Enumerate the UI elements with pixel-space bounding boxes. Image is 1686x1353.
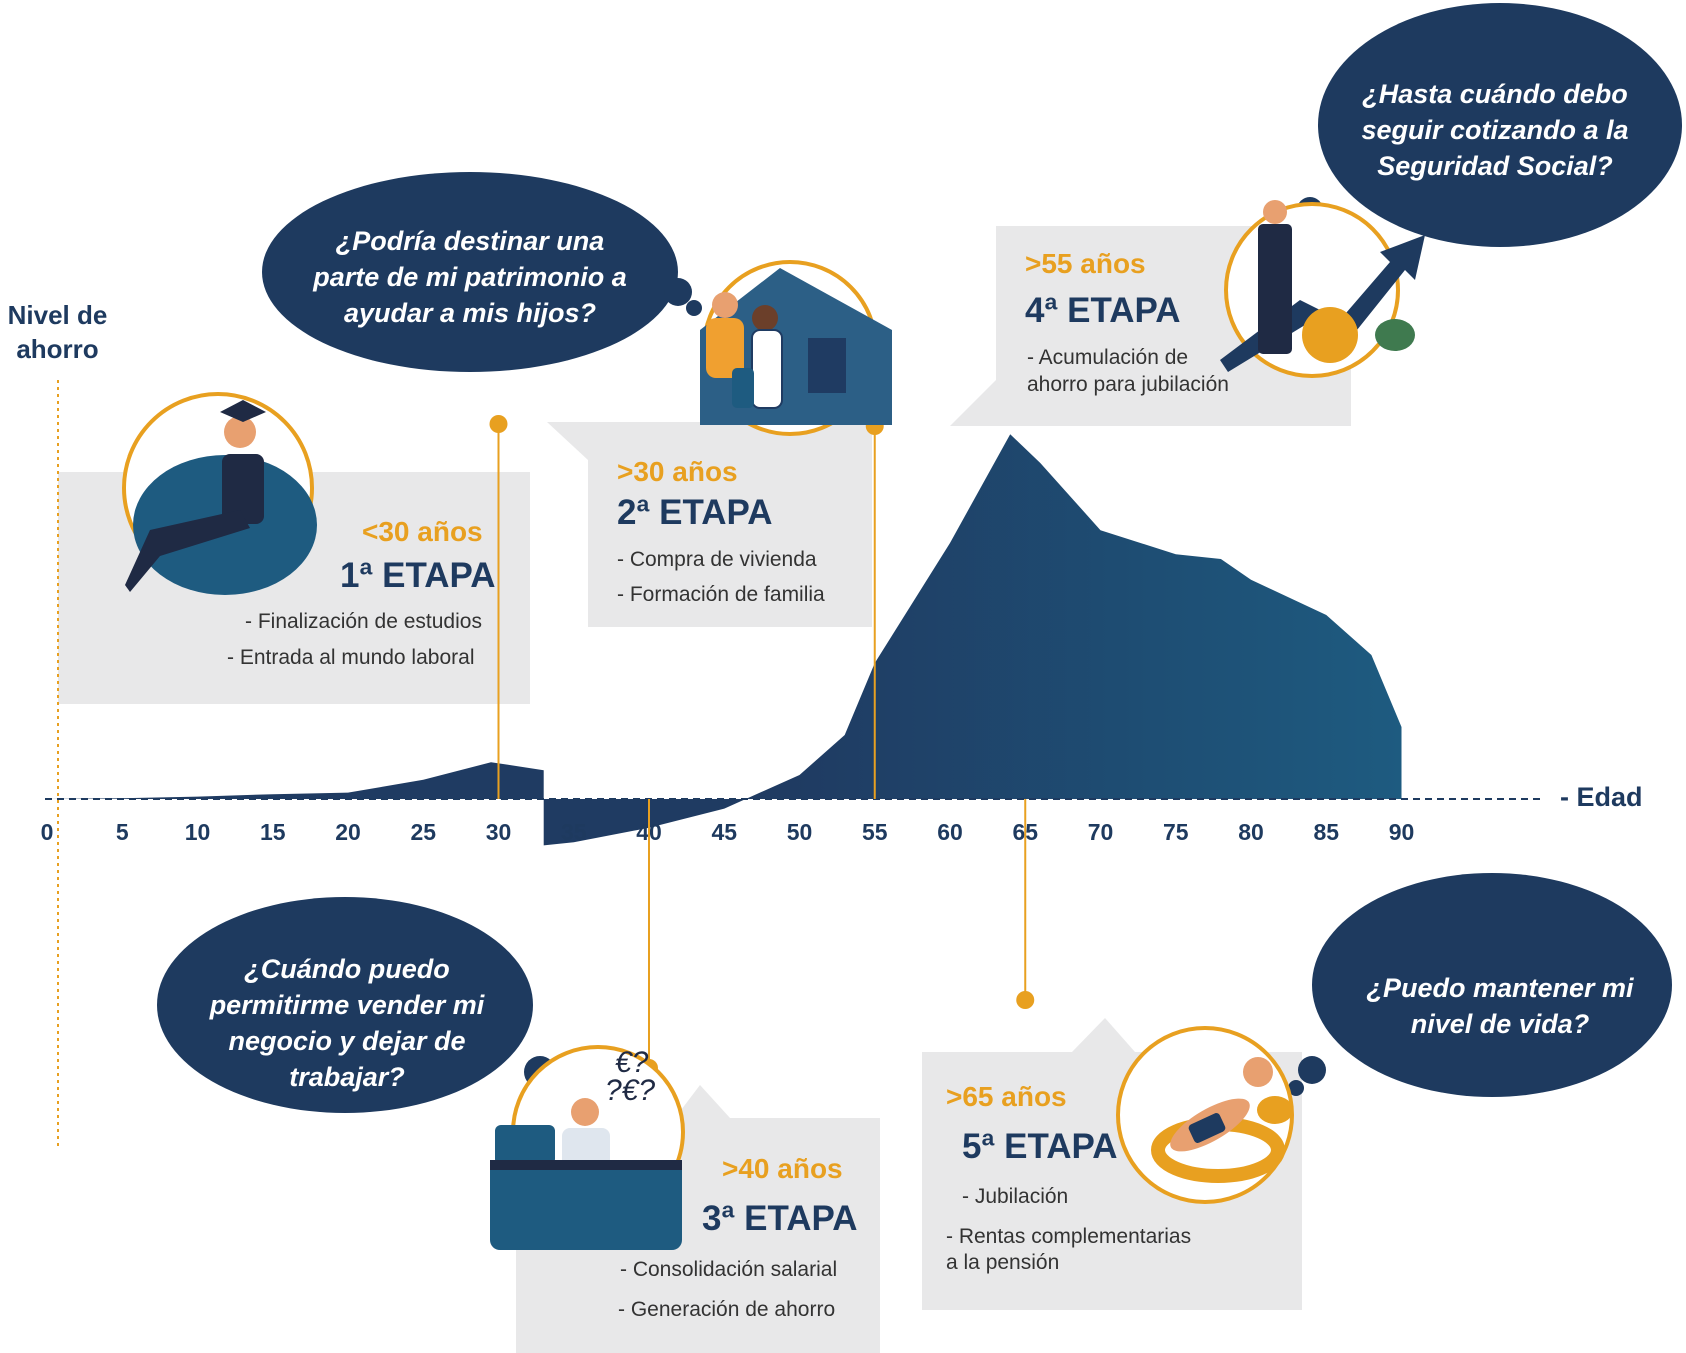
stage-4-title: 4ª ETAPA <box>1025 291 1181 330</box>
house-window <box>808 338 846 393</box>
stage-2-box <box>588 422 872 627</box>
bubble-tail-dot <box>1288 1080 1304 1096</box>
stage-5-bullet-2: - Rentas complementarias <box>946 1225 1192 1248</box>
timeline-pin-dot <box>489 415 508 433</box>
x-tick-label: 20 <box>335 819 361 845</box>
stage-1-age: <30 años <box>362 516 483 547</box>
y-axis-label: Nivel de ahorro <box>7 300 108 364</box>
parent-body <box>706 318 744 378</box>
x-tick-label: 45 <box>711 819 737 845</box>
retiree-head <box>1243 1057 1273 1087</box>
stage-1-bullet-2: - Entrada al mundo laboral <box>227 646 475 669</box>
stage-3-pointer <box>675 1085 730 1118</box>
stage-2-bullet-2: - Formación de familia <box>617 583 825 606</box>
x-tick-label: 35 <box>561 819 587 845</box>
x-tick-label: 30 <box>486 819 512 845</box>
mother-body <box>751 329 783 409</box>
swim-shorts <box>1188 1113 1226 1143</box>
stage-5-bullet-3: a la pensión <box>946 1251 1060 1274</box>
stage-5-title: 5ª ETAPA <box>962 1127 1118 1166</box>
stage-3-bullet-2: - Generación de ahorro <box>618 1298 836 1321</box>
thought-bubble-2 <box>1318 3 1682 247</box>
x-tick-label: 70 <box>1088 819 1114 845</box>
x-tick-label: 55 <box>862 819 888 845</box>
stage-5-pointer <box>1072 1018 1135 1052</box>
x-tick-label: 5 <box>116 819 129 845</box>
x-tick-label: 85 <box>1313 819 1339 845</box>
x-tick-label: 80 <box>1238 819 1264 845</box>
euro-question-marks: €? <box>615 1046 649 1079</box>
stage-2-pointer <box>547 422 588 460</box>
stage-1-title: 1ª ETAPA <box>340 556 496 595</box>
graduate-legs <box>125 510 250 592</box>
plant-shape <box>1375 319 1415 351</box>
x-tick-label: 25 <box>410 819 436 845</box>
stage-3-title: 3ª ETAPA <box>702 1199 858 1238</box>
stage-2-title: 2ª ETAPA <box>617 493 773 532</box>
bubble-tail-dot <box>1298 1056 1326 1084</box>
x-tick-label: 10 <box>185 819 211 845</box>
desk-shape <box>490 1160 682 1250</box>
x-tick-label: 50 <box>787 819 813 845</box>
stage-4-age: >55 años <box>1025 248 1146 279</box>
stage-3-bullet-1: - Consolidación salarial <box>620 1258 838 1281</box>
investor-body <box>1258 224 1292 354</box>
monitor-shape <box>495 1125 555 1165</box>
x-tick-label: 60 <box>937 819 963 845</box>
thought-bubble-3 <box>157 897 533 1113</box>
stage-4-bullet-1: - Acumulación de <box>1027 346 1189 369</box>
graduate-head <box>224 416 256 448</box>
graduation-cap <box>220 400 266 422</box>
x-tick-label: 75 <box>1163 819 1189 845</box>
graduate-body <box>222 454 264 524</box>
coin-stack <box>1302 307 1358 363</box>
bubble-tail-dot <box>686 300 702 316</box>
timeline-pin-dot <box>1016 991 1035 1009</box>
parent-head <box>712 292 738 318</box>
stage-5-bullet-1: - Jubilación <box>962 1185 1069 1208</box>
savings-area <box>47 434 1402 846</box>
child-body <box>732 368 754 408</box>
investor-head <box>1263 200 1287 224</box>
stage-1-bullet-1: - Finalización de estudios <box>245 610 482 633</box>
businessman-head <box>571 1098 599 1126</box>
stage-3-age: >40 años <box>722 1153 843 1184</box>
euro-question-marks: ?€? <box>605 1074 655 1107</box>
duck-float-head <box>1257 1096 1293 1124</box>
thought-bubble-1 <box>262 172 678 372</box>
x-tick-label: 15 <box>260 819 286 845</box>
desk-top <box>490 1160 682 1170</box>
businessman-body <box>562 1128 610 1168</box>
x-tick-label: 90 <box>1389 819 1415 845</box>
stage-2-bullet-1: - Compra de vivienda <box>617 548 817 571</box>
bubble-tail-dot <box>664 278 692 306</box>
x-axis-label: - Edad <box>1560 782 1643 812</box>
stage-4-bullet-2: ahorro para jubilación <box>1027 373 1229 396</box>
stage-2-age: >30 años <box>617 456 738 487</box>
mother-head <box>752 305 778 331</box>
thought-bubble-4 <box>1312 873 1672 1097</box>
x-tick-label: 0 <box>41 819 54 845</box>
stage-4-pointer <box>950 380 996 426</box>
stage-5-age: >65 años <box>946 1081 1067 1112</box>
